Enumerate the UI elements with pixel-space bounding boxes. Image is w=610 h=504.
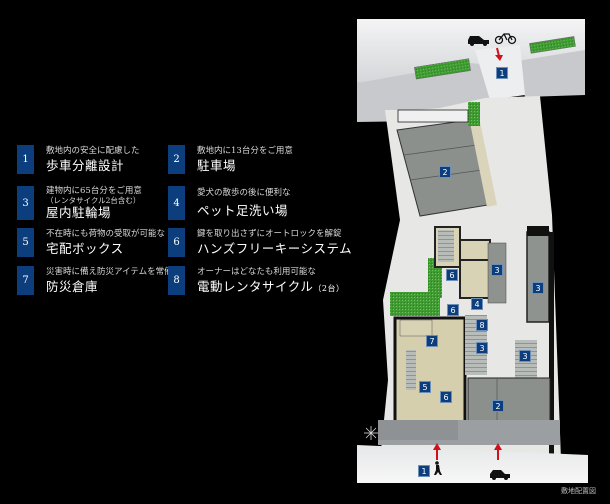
- map-marker-5-delivery-box: 5: [419, 381, 431, 393]
- bottom-road: [357, 445, 588, 483]
- compass-icon: [364, 426, 378, 440]
- facility-legend: 1 敷地内の安全に配慮した歩車分離設計 2 敷地内に13台分をご用意駐車場 3 …: [17, 145, 352, 295]
- legend-sub: 敷地内の安全に配慮した: [46, 145, 140, 156]
- legend-title: 歩車分離設計: [46, 158, 125, 174]
- map-marker-6-handsfree: 6: [440, 391, 452, 403]
- legend-title: 駐車場: [197, 158, 237, 174]
- pedestrian-icon: [434, 461, 442, 475]
- legend-item-7: 7 災害時に備え防災アイテムを常備防災倉庫: [17, 266, 173, 295]
- legend-title: ハンズフリーキーシステム: [197, 241, 353, 257]
- map-marker-8-rental-cycle: 8: [476, 319, 488, 331]
- number-badge: 4: [168, 186, 185, 220]
- map-marker-2-parking: 2: [439, 166, 451, 178]
- map-marker-6-handsfree: 6: [446, 269, 458, 281]
- map-marker-3-bike: 3: [491, 264, 503, 276]
- map-marker-7-disaster-storage: 7: [426, 335, 438, 347]
- legend-item-5: 5 不在時にも荷物の受取が可能な宅配ボックス: [17, 228, 165, 257]
- map-marker-2-parking: 2: [492, 400, 504, 412]
- legend-title: 電動レンタサイクル（2台）: [197, 279, 345, 295]
- legend-item-3: 3 建物内に65台分をご用意（レンタサイクル2台含む）屋内駐輪場: [17, 186, 142, 220]
- map-marker-3-bike: 3: [519, 350, 531, 362]
- legend-item-2: 2 敷地内に13台分をご用意駐車場: [168, 145, 293, 174]
- legend-sub: 災害時に備え防災アイテムを常備: [46, 266, 173, 277]
- legend-sub: 愛犬の散歩の後に便利な: [197, 187, 291, 198]
- map-marker-6-handsfree: 6: [447, 304, 459, 316]
- number-badge: 5: [17, 228, 34, 257]
- map-caption: 敷地配置図: [561, 487, 596, 495]
- map-marker-3-bike: 3: [532, 282, 544, 294]
- car-icon: [468, 36, 489, 46]
- car-icon-bottom: [490, 470, 510, 480]
- number-badge: 8: [168, 266, 185, 295]
- entry-arrow-pedestrian-icon: [433, 443, 441, 460]
- legend-item-1: 1 敷地内の安全に配慮した歩車分離設計: [17, 145, 140, 174]
- entry-arrow-top-icon: [495, 47, 503, 61]
- map-marker-4-pet-wash: 4: [471, 298, 483, 310]
- number-badge: 3: [17, 186, 34, 221]
- legend-item-4: 4 愛犬の散歩の後に便利なペット足洗い場: [168, 186, 291, 220]
- number-badge: 7: [17, 266, 34, 295]
- legend-sub: 建物内に65台分をご用意: [46, 186, 142, 196]
- legend-title: 屋内駐輪場: [46, 205, 112, 221]
- legend-sub: 敷地内に13台分をご用意: [197, 145, 293, 156]
- map-marker-1-entrance: 1: [418, 465, 430, 477]
- legend-sub: 鍵を取り出さずにオートロックを解錠: [197, 228, 342, 239]
- map-marker-3-bike: 3: [476, 342, 488, 354]
- site-plot: [378, 96, 561, 462]
- legend-title: 防災倉庫: [46, 279, 99, 295]
- legend-sub: オーナーはどなたも利用可能な: [197, 266, 316, 277]
- legend-title: 宅配ボックス: [46, 241, 124, 257]
- number-badge: 6: [168, 228, 185, 257]
- legend-title: ペット足洗い場: [197, 203, 289, 219]
- legend-item-8: 8 オーナーはどなたも利用可能な電動レンタサイクル（2台）: [168, 266, 344, 295]
- number-badge: 1: [17, 145, 34, 174]
- top-road: [357, 19, 585, 122]
- legend-item-6: 6 鍵を取り出さずにオートロックを解錠ハンズフリーキーシステム: [168, 228, 352, 257]
- legend-sub-note: （レンタサイクル2台含む）: [46, 196, 141, 206]
- bicycle-icon: [494, 33, 517, 45]
- number-badge: 2: [168, 145, 185, 174]
- entry-arrow-car-icon: [494, 443, 502, 460]
- legend-sub: 不在時にも荷物の受取が可能な: [46, 228, 166, 239]
- map-marker-1-entrance: 1: [496, 67, 508, 79]
